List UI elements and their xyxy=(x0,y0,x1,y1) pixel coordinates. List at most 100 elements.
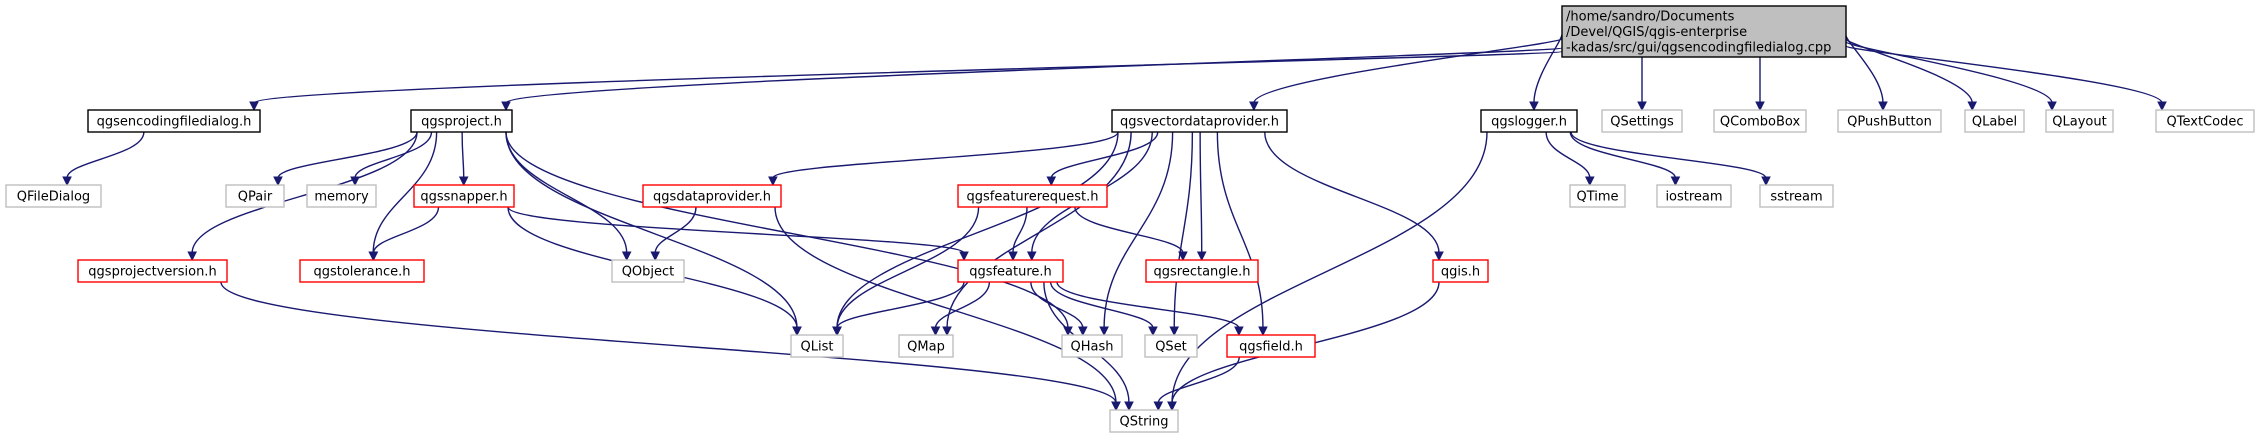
arrowhead xyxy=(1111,401,1121,412)
node-box xyxy=(611,259,685,283)
node-label: QPushButton xyxy=(1847,114,1932,129)
arrowhead xyxy=(273,176,283,187)
edge-qgsvectordataprovider-h-to-QSet xyxy=(1173,131,1194,329)
node-label: qgsrectangle.h xyxy=(1153,264,1250,279)
node-QTextCodec[interactable]: QTextCodec xyxy=(2155,109,2255,133)
edge-qgsprojectversion-h-to-QString xyxy=(220,281,1117,404)
node-layer: /home/sandro/Documents/Devel/QGIS/qgis-e… xyxy=(5,5,2255,433)
node-box xyxy=(1111,109,1288,133)
edge-qgslogger-h-to-iostream xyxy=(1569,131,1677,179)
arrowhead xyxy=(832,326,842,337)
node-QLayout[interactable]: QLayout xyxy=(2045,109,2114,133)
node-box xyxy=(87,109,261,133)
node-QComboBox[interactable]: QComboBox xyxy=(1713,109,1807,133)
node-iostream[interactable]: iostream xyxy=(1656,184,1732,208)
edge-qgsvectordataprovider-h-to-qgis-h xyxy=(1264,131,1440,254)
node-QSettings[interactable]: QSettings xyxy=(1601,109,1683,133)
node-QTime[interactable]: QTime xyxy=(1569,184,1626,208)
arrowhead xyxy=(1249,101,1259,112)
node-label: QSet xyxy=(1155,339,1187,354)
node-label: qgssnapper.h xyxy=(420,189,507,204)
node-memory[interactable]: memory xyxy=(306,184,377,208)
edge-qgsvectordataprovider-h-to-QList xyxy=(836,131,1119,329)
arrowhead xyxy=(1234,326,1244,337)
node-sstream[interactable]: sstream xyxy=(1759,184,1834,208)
edge-qgsencodingfiledialog-h-to-QFileDialog xyxy=(66,131,145,179)
arrowhead xyxy=(1046,176,1057,187)
arrowhead xyxy=(959,251,969,262)
arrowhead xyxy=(1099,326,1109,337)
edge-root-to-qgsencodingfiledialog-h xyxy=(253,50,1563,104)
node-QPushButton[interactable]: QPushButton xyxy=(1837,109,1942,133)
node-box xyxy=(1837,109,1942,133)
node-qgsfield-h[interactable]: qgsfield.h xyxy=(1226,334,1316,358)
arrowhead xyxy=(1178,251,1188,262)
edge-qgsvectordataprovider-h-to-qgsdataprovider-h xyxy=(772,131,1119,179)
node-box xyxy=(1145,259,1259,283)
node-box xyxy=(1561,5,1847,58)
node-box xyxy=(5,184,102,208)
arrowhead xyxy=(368,251,379,262)
node-qgslogger-h[interactable]: qgslogger.h xyxy=(1480,109,1578,133)
arrowhead xyxy=(1063,326,1073,337)
arrowhead xyxy=(501,101,511,112)
arrowhead xyxy=(650,251,661,262)
node-root[interactable]: /home/sandro/Documents/Devel/QGIS/qgis-e… xyxy=(1561,5,1847,58)
node-qgsencodingfiledialog-h[interactable]: qgsencodingfiledialog.h xyxy=(87,109,261,133)
node-qgsfeaturerequest-h[interactable]: qgsfeaturerequest.h xyxy=(957,184,1108,208)
node-QList[interactable]: QList xyxy=(790,334,844,358)
node-QPair[interactable]: QPair xyxy=(225,184,285,208)
node-qgsfeature-h[interactable]: qgsfeature.h xyxy=(957,259,1064,283)
arrowhead xyxy=(249,101,259,112)
node-label: /home/sandro/Documents xyxy=(1566,9,1735,24)
node-QObject[interactable]: QObject xyxy=(611,259,685,283)
arrowhead xyxy=(62,176,72,187)
edge-qgsfeature-h-to-QHash xyxy=(1030,281,1084,329)
arrowhead xyxy=(768,176,778,187)
edge-qgsproject-h-to-QObject xyxy=(505,131,628,254)
node-QSet[interactable]: QSet xyxy=(1144,334,1198,358)
node-qgsvectordataprovider-h[interactable]: qgsvectordataprovider.h xyxy=(1111,109,1288,133)
node-box xyxy=(898,334,954,358)
arrowhead xyxy=(792,326,802,337)
node-label: qgsproject.h xyxy=(421,114,502,129)
arrowhead xyxy=(1670,176,1681,187)
node-box xyxy=(77,259,228,283)
node-label: QTime xyxy=(1576,189,1618,204)
edge-qgsproject-h-to-QPair xyxy=(277,131,418,179)
edge-qgslogger-h-to-sstream xyxy=(1570,131,1767,179)
node-QHash[interactable]: QHash xyxy=(1061,334,1123,358)
node-QString[interactable]: QString xyxy=(1109,409,1179,433)
edge-qgsdataprovider-h-to-QObject xyxy=(654,206,697,254)
arrowhead xyxy=(1078,326,1088,337)
node-qgsprojectversion-h[interactable]: qgsprojectversion.h xyxy=(77,259,228,283)
edge-qgsvectordataprovider-h-to-qgsfield-h xyxy=(1216,131,1264,329)
edge-qgsproject-h-to-qgstolerance-h xyxy=(372,131,438,254)
node-QMap[interactable]: QMap xyxy=(898,334,954,358)
node-QFileDialog[interactable]: QFileDialog xyxy=(5,184,102,208)
node-label: QComboBox xyxy=(1720,114,1801,129)
arrowhead xyxy=(1637,101,1647,112)
node-label: qgslogger.h xyxy=(1491,114,1567,129)
node-box xyxy=(2155,109,2255,133)
node-box xyxy=(306,184,377,208)
arrowhead xyxy=(1755,101,1765,112)
node-qgis-h[interactable]: qgis.h xyxy=(1432,259,1489,283)
node-qgsproject-h[interactable]: qgsproject.h xyxy=(410,109,513,133)
node-qgsrectangle-h[interactable]: qgsrectangle.h xyxy=(1145,259,1259,283)
edge-qgsdataprovider-h-to-QString xyxy=(774,206,1117,404)
edge-root-to-qgslogger-h xyxy=(1533,34,1563,104)
node-label: QMap xyxy=(907,339,945,354)
node-label: qgsvectordataprovider.h xyxy=(1120,114,1279,129)
node-label: QHash xyxy=(1071,339,1114,354)
edge-layer xyxy=(62,34,2167,412)
node-qgssnapper-h[interactable]: qgssnapper.h xyxy=(413,184,515,208)
arrowhead xyxy=(1529,101,1539,112)
node-QLabel[interactable]: QLabel xyxy=(1964,109,2025,133)
edge-qgsproject-h-to-qgssnapper-h xyxy=(461,131,465,179)
node-qgsdataprovider-h[interactable]: qgsdataprovider.h xyxy=(642,184,782,208)
node-qgstolerance-h[interactable]: qgstolerance.h xyxy=(299,259,425,283)
node-label: QFileDialog xyxy=(17,189,90,204)
arrowhead xyxy=(1008,251,1018,262)
node-label: qgstolerance.h xyxy=(313,264,410,279)
